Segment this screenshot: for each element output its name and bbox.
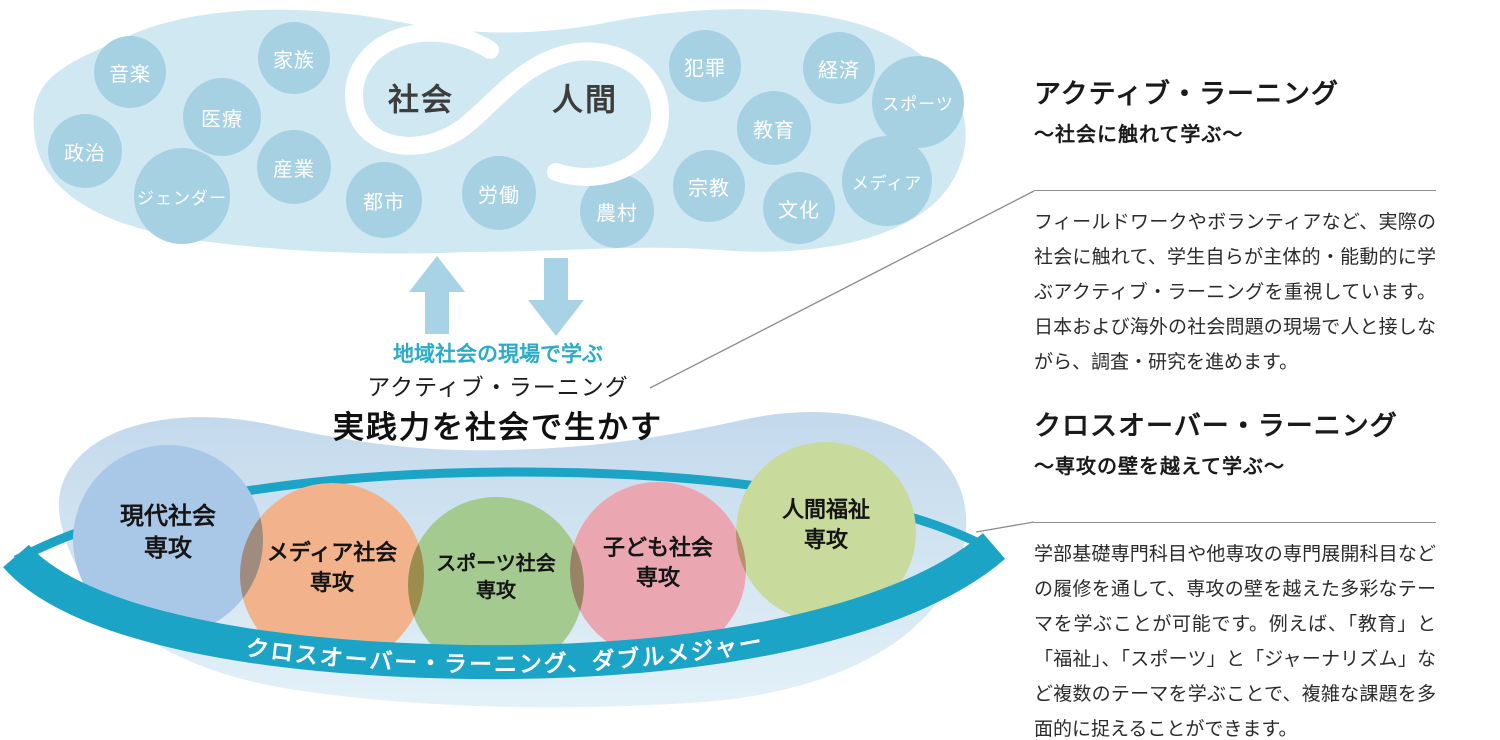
panel-divider [1034, 190, 1436, 191]
panel-body: 学部基礎専門科目や他専攻の専門展開科目などの履修を通して、専攻の壁を越えた多彩な… [1034, 544, 1436, 740]
caption-practical-skills: 実践力を社会で生かす [333, 410, 663, 445]
major-child-society: 子ども社会 専攻 [570, 482, 746, 658]
human-label: 人間 [552, 82, 618, 118]
major-label: 子ども社会 専攻 [602, 535, 713, 590]
major-contemporary-society: 現代社会 専攻 [73, 445, 263, 635]
panel-subtitle: 〜専攻の壁を越えて学ぶ〜 [1034, 456, 1285, 478]
panel-subtitle: 〜社会に触れて学ぶ〜 [1034, 124, 1244, 146]
major-media-society: メディア社会 専攻 [240, 483, 424, 667]
major-label: スポーツ社会 専攻 [436, 553, 556, 602]
major-label: 現代社会 専攻 [120, 502, 216, 562]
active-learning-panel: アクティブ・ラーニング 〜社会に触れて学ぶ〜 フィールドワークやボランティアなど… [1034, 78, 1436, 381]
caption-learn-in-community: 地域社会の現場で学ぶ [393, 343, 603, 366]
panel-divider [1034, 522, 1436, 523]
panel-title: クロスオーバー・ラーニング [1034, 411, 1398, 441]
major-label: メディア社会 専攻 [266, 540, 398, 595]
crossover-learning-panel: クロスオーバー・ラーニング 〜専攻の壁を越えて学ぶ〜 学部基礎専門科目や他専攻の… [1034, 410, 1436, 740]
panel-title: アクティブ・ラーニング [1034, 79, 1340, 109]
major-sports-society: スポーツ社会 専攻 [408, 497, 584, 673]
panel-body: フィールドワークやボランティアなど、実際の社会に触れて、学生自らが主体的・能動的… [1034, 212, 1436, 373]
major-human-welfare: 人間福祉 専攻 [736, 442, 916, 622]
society-label: 社会 [388, 82, 454, 118]
caption-active-learning: アクティブ・ラーニング [367, 374, 629, 400]
major-label: 人間福祉 専攻 [781, 497, 870, 552]
